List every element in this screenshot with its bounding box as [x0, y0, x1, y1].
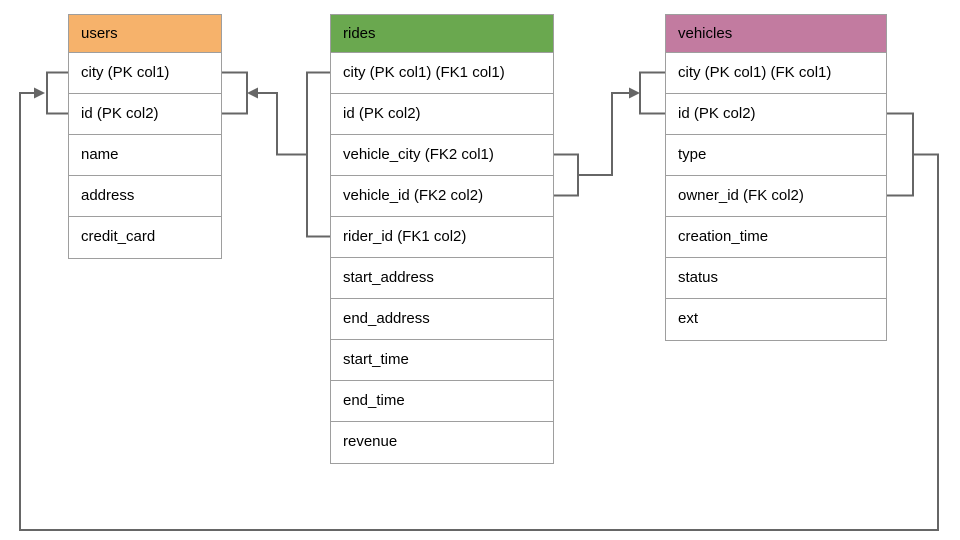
- table-row: start_address: [331, 258, 553, 299]
- table-row: city (PK col1): [69, 53, 221, 94]
- table-row: id (PK col2): [331, 94, 553, 135]
- rides-vehicles-link: [578, 92, 635, 176]
- table-row: credit_card: [69, 217, 221, 258]
- table-row: start_time: [331, 340, 553, 381]
- vehicles-right-bracket: [887, 112, 914, 197]
- vehicles-left-bracket: [639, 71, 665, 115]
- arrow-right-icon: [34, 87, 45, 99]
- arrow-left-icon: [247, 87, 258, 99]
- table-row: address: [69, 176, 221, 217]
- rides-left-bracket: [306, 71, 330, 238]
- table-row: id (PK col2): [69, 94, 221, 135]
- vehicles-users-link: [19, 92, 939, 531]
- table-row: creation_time: [666, 217, 886, 258]
- table-header-vehicles: vehicles: [666, 15, 886, 53]
- table-row: vehicle_city (FK2 col1): [331, 135, 553, 176]
- table-row: name: [69, 135, 221, 176]
- users-left-bracket: [46, 71, 68, 115]
- table-header-users: users: [69, 15, 221, 53]
- table-row: rider_id (FK1 col2): [331, 217, 553, 258]
- arrow-right-icon: [629, 87, 640, 99]
- table-row: status: [666, 258, 886, 299]
- relationship-rides-vehicles: [554, 71, 665, 197]
- rides-right-bracket: [554, 153, 579, 197]
- table-row: end_time: [331, 381, 553, 422]
- relationship-vehicles-users: [19, 71, 939, 531]
- table-row: owner_id (FK col2): [666, 176, 886, 217]
- table-row: vehicle_id (FK2 col2): [331, 176, 553, 217]
- table-row: type: [666, 135, 886, 176]
- table-row: city (PK col1) (FK col1): [666, 53, 886, 94]
- table-row: end_address: [331, 299, 553, 340]
- table-row: revenue: [331, 422, 553, 463]
- table-header-rides: rides: [331, 15, 553, 53]
- users-right-bracket: [222, 71, 248, 115]
- table-row: ext: [666, 299, 886, 340]
- relationship-rides-users: [222, 71, 330, 238]
- table-row: id (PK col2): [666, 94, 886, 135]
- rides-users-link: [252, 92, 307, 156]
- table-row: city (PK col1) (FK1 col1): [331, 53, 553, 94]
